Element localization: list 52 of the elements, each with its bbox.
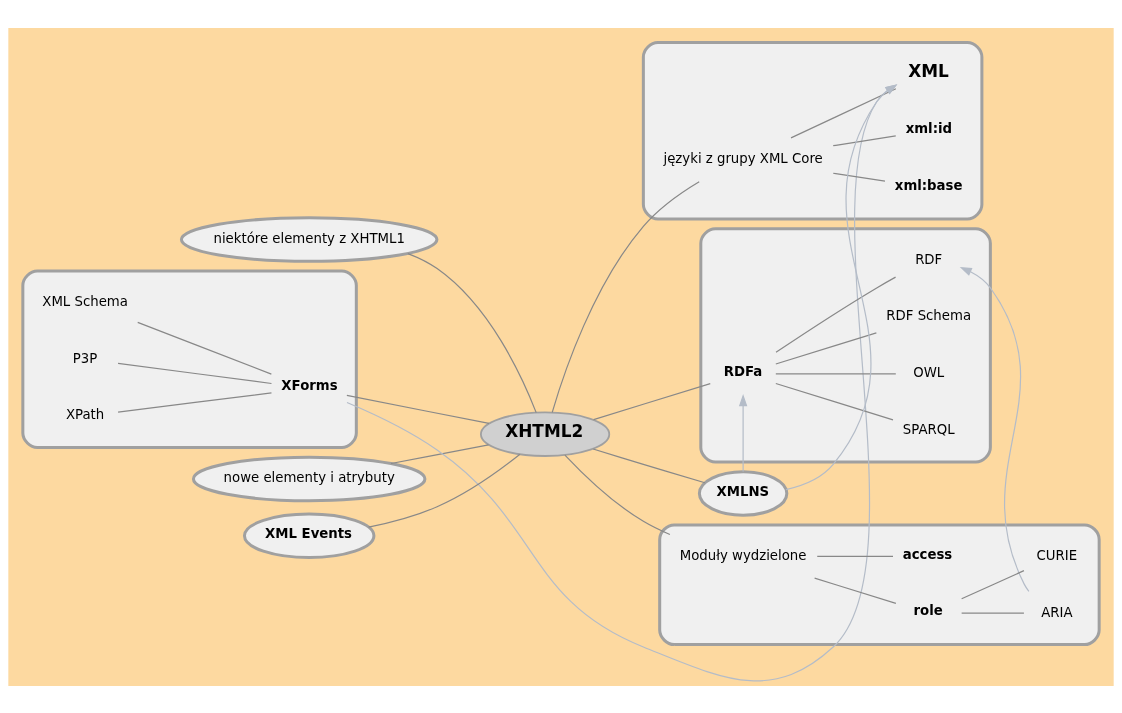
connector — [368, 453, 521, 528]
node-text: języki z grupy XML Core — [663, 150, 823, 166]
node-text: XML — [908, 60, 949, 81]
connector — [551, 180, 700, 413]
node-text: xml:id — [905, 120, 953, 136]
arrow — [959, 266, 1030, 592]
connector — [390, 443, 490, 464]
arrow — [738, 393, 748, 472]
arrow — [785, 83, 898, 490]
node-text: access — [902, 546, 953, 562]
connector — [775, 276, 897, 353]
node-text: XForms — [281, 377, 338, 393]
connector — [790, 87, 897, 138]
node-text: P3P — [72, 350, 98, 366]
connector — [816, 555, 894, 557]
cluster — [21, 269, 358, 449]
connector — [775, 372, 897, 374]
node-text: Moduły wydzielone — [679, 547, 807, 563]
node-ellipse: XML Events — [242, 512, 376, 559]
node-text: XPath — [65, 406, 105, 422]
connector — [832, 134, 897, 146]
connector — [961, 569, 1025, 599]
connector — [832, 172, 886, 182]
connector — [346, 394, 490, 424]
node-text: CURIE — [1036, 547, 1078, 563]
cluster — [699, 226, 992, 464]
node-text: OWL — [913, 364, 945, 380]
node-ellipse: nowe elementy i atrybuty — [191, 455, 427, 502]
node-text: role — [913, 602, 943, 618]
node-ellipse: niektóre elementy z XHTML1 — [179, 215, 439, 263]
node-ellipse: XHTML2 — [480, 411, 611, 457]
connector — [117, 362, 273, 384]
connector — [137, 321, 272, 375]
cluster — [658, 522, 1101, 646]
connector — [592, 447, 706, 483]
node-text: ARIA — [1041, 604, 1073, 620]
node-text: RDFa — [723, 363, 763, 379]
node-text: SPARQL — [902, 421, 955, 437]
node-text: XML Schema — [42, 293, 128, 309]
arrow — [346, 83, 898, 681]
connector — [117, 391, 273, 413]
connector — [961, 612, 1025, 614]
node-text: xml:base — [894, 177, 963, 193]
connector — [814, 577, 897, 604]
node-text: RDF Schema — [886, 307, 972, 323]
connector — [775, 331, 877, 365]
connector — [564, 453, 671, 535]
cluster — [641, 40, 984, 221]
connector — [775, 382, 894, 420]
node-ellipse: XMLNS — [697, 469, 789, 517]
node-text: RDF — [915, 251, 943, 267]
connector — [407, 252, 537, 413]
